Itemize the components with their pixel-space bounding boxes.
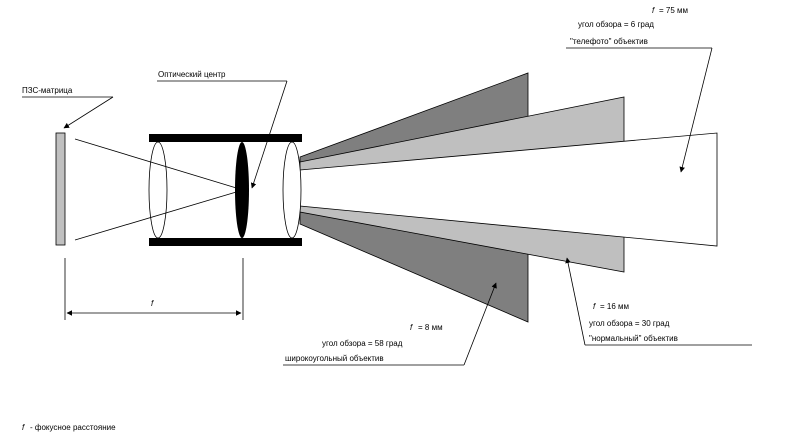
tele-f-letter: f	[652, 6, 655, 15]
tele-focal-label: = 75 мм	[659, 6, 688, 15]
tele-angle-label: угол обзора = 6 град	[578, 20, 654, 29]
wide-f-letter: f	[410, 323, 413, 332]
focal-f-label: f	[151, 299, 154, 308]
optical-center-label: Оптический центр	[158, 70, 226, 79]
legend-text: - фокусное расстояние	[30, 423, 116, 432]
normal-angle-label: угол обзора = 30 град	[589, 319, 670, 328]
tele-leader	[679, 47, 713, 173]
normal-name-label: "нормальный" объектив	[589, 334, 678, 343]
wide-focal-label: = 8 мм	[418, 323, 443, 332]
legend-f-letter: f	[22, 423, 25, 432]
wide-angle-label: угол обзора = 58 град	[322, 339, 403, 348]
ccd-label: ПЗС-матрица	[22, 86, 73, 95]
front-lens-element	[282, 141, 302, 239]
optical-center-leader	[250, 80, 288, 189]
wide-leader	[463, 282, 497, 366]
ccd-sensor	[55, 132, 66, 246]
barrel-bottom-bar	[149, 238, 302, 246]
optical-center-lens	[235, 142, 249, 238]
rear-lens-element	[148, 141, 168, 239]
normal-f-letter: f	[593, 302, 596, 311]
normal-leader	[565, 257, 586, 346]
wide-name-label: широкоугольный объектив	[285, 354, 384, 363]
ray-upper	[74, 138, 244, 191]
normal-focal-label: = 16 мм	[600, 302, 629, 311]
ccd-leader	[63, 96, 114, 129]
ray-lower	[74, 189, 244, 241]
barrel-top-bar	[149, 134, 302, 142]
tele-name-label: "телефото" объектив	[570, 37, 648, 46]
